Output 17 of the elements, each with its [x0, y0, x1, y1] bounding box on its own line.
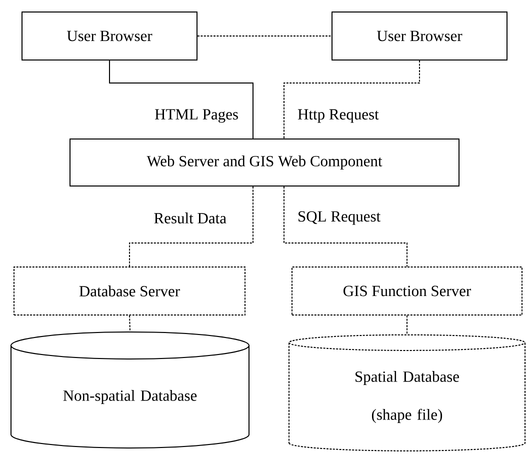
connector-line [284, 60, 420, 139]
server-box: GIS Function Server [292, 266, 522, 316]
server-box: User Browser [22, 12, 198, 60]
server-box: Database Server [14, 266, 246, 316]
database-cylinder: Non-spatial Database [10, 332, 250, 448]
connector-line [129, 186, 254, 267]
database-cylinder: Spatial Database (shape file) [288, 334, 526, 452]
edge-label: Http Request [298, 109, 379, 123]
connector-line [406, 315, 408, 335]
connector-line [109, 60, 254, 139]
server-box: Web Server and GIS Web Component [70, 138, 460, 186]
connector-line [129, 315, 130, 332]
server-box: User Browser [332, 12, 508, 60]
edge-label: HTML Pages [155, 109, 238, 123]
edge-label: Result Data [154, 212, 226, 224]
connector-line [284, 186, 408, 267]
edge-label: SQL Request [298, 211, 380, 225]
